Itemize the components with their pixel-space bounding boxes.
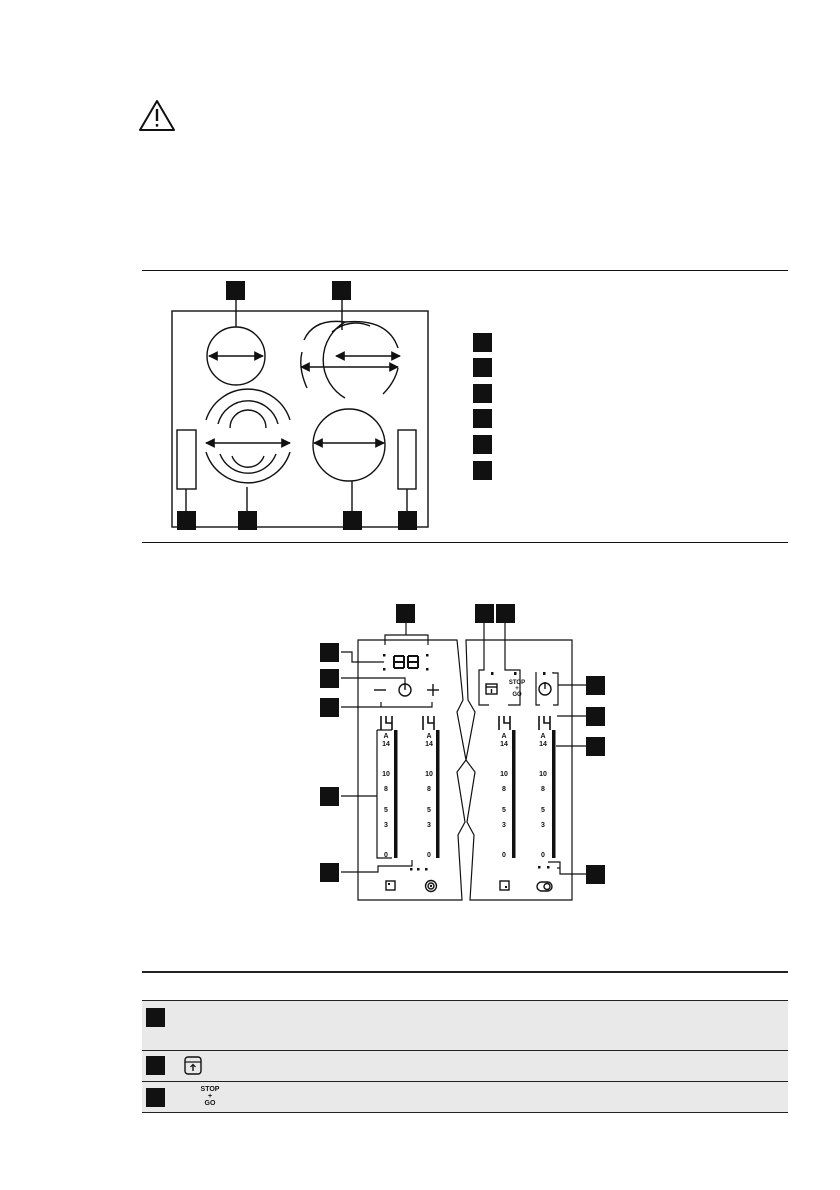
scale-10: 10	[500, 771, 508, 778]
slider-scale-left-2: A 14 10 8 5 3 0	[423, 733, 435, 860]
legend-marker	[473, 358, 492, 377]
table-row	[142, 1051, 788, 1081]
scale-8: 8	[427, 786, 431, 793]
callout-marker	[320, 787, 339, 806]
table-row-rule	[142, 1081, 788, 1082]
warning-triangle-icon	[139, 100, 175, 131]
slider-scale-right-2: A 14 10 8 5 3 0	[537, 733, 549, 860]
scale-14: 14	[425, 741, 433, 748]
scale-a: A	[540, 733, 546, 740]
scale-0: 0	[541, 852, 545, 859]
table-top-rule	[142, 971, 788, 973]
legend-marker	[473, 333, 492, 352]
callout-marker	[343, 511, 362, 530]
callout-marker	[238, 511, 257, 530]
legend-marker	[473, 461, 492, 480]
slider-scale-left-1: A 14 10 8 5 3 0	[380, 733, 392, 860]
callout-marker	[320, 698, 339, 717]
table-row: STOP + GO	[142, 1082, 788, 1112]
scale-14: 14	[539, 741, 547, 748]
scale-3: 3	[502, 822, 506, 829]
row-marker	[146, 1008, 165, 1027]
callout-marker	[320, 863, 339, 882]
callout-marker	[586, 737, 605, 756]
stop-go-label: STOP + GO	[506, 680, 528, 698]
scale-a: A	[426, 733, 432, 740]
scale-a: A	[383, 733, 389, 740]
scale-8: 8	[502, 786, 506, 793]
callout-marker	[496, 604, 515, 623]
scale-8: 8	[384, 786, 388, 793]
scale-a: A	[501, 733, 507, 740]
table-header-rule	[142, 1000, 788, 1001]
table-row-rule	[142, 1050, 788, 1051]
callout-marker	[398, 511, 417, 530]
scale-8: 8	[541, 786, 545, 793]
lock-icon	[184, 1056, 202, 1075]
callout-marker	[396, 604, 415, 623]
scale-3: 3	[427, 822, 431, 829]
scale-10: 10	[539, 771, 547, 778]
callout-marker	[586, 865, 605, 884]
section-rule-bottom	[142, 542, 788, 543]
plus-text: +	[207, 1093, 213, 1100]
hob-layout-diagram	[171, 300, 429, 528]
callout-marker	[332, 281, 351, 300]
stop-go-icon: STOP + GO	[198, 1086, 222, 1107]
scale-5: 5	[541, 807, 545, 814]
scale-0: 0	[502, 852, 506, 859]
callout-marker	[586, 676, 605, 695]
scale-14: 14	[382, 741, 390, 748]
stop-text: STOP	[508, 680, 526, 686]
control-panel-diagram	[341, 622, 586, 901]
table-row	[142, 1001, 788, 1050]
callout-marker	[475, 604, 494, 623]
row-marker	[146, 1056, 165, 1075]
table-bottom-rule	[142, 1112, 788, 1113]
callout-marker	[320, 643, 339, 662]
callout-marker	[177, 511, 196, 530]
callout-marker	[320, 669, 339, 688]
plus-text: +	[515, 686, 519, 692]
scale-5: 5	[502, 807, 506, 814]
stop-text: STOP	[200, 1086, 220, 1093]
section-rule-top	[142, 270, 788, 271]
scale-0: 0	[427, 852, 431, 859]
slider-scale-right-1: A 14 10 8 5 3 0	[498, 733, 510, 860]
row-marker	[146, 1088, 165, 1107]
callout-marker	[226, 281, 245, 300]
legend-marker	[473, 409, 492, 428]
scale-5: 5	[427, 807, 431, 814]
scale-10: 10	[425, 771, 433, 778]
legend-marker	[473, 384, 492, 403]
scale-10: 10	[382, 771, 390, 778]
scale-14: 14	[500, 741, 508, 748]
legend-marker	[473, 435, 492, 454]
scale-5: 5	[384, 807, 388, 814]
go-text: GO	[204, 1100, 216, 1107]
go-text: GO	[512, 692, 522, 698]
scale-3: 3	[384, 822, 388, 829]
scale-3: 3	[541, 822, 545, 829]
callout-marker	[586, 707, 605, 726]
scale-0: 0	[384, 852, 388, 859]
